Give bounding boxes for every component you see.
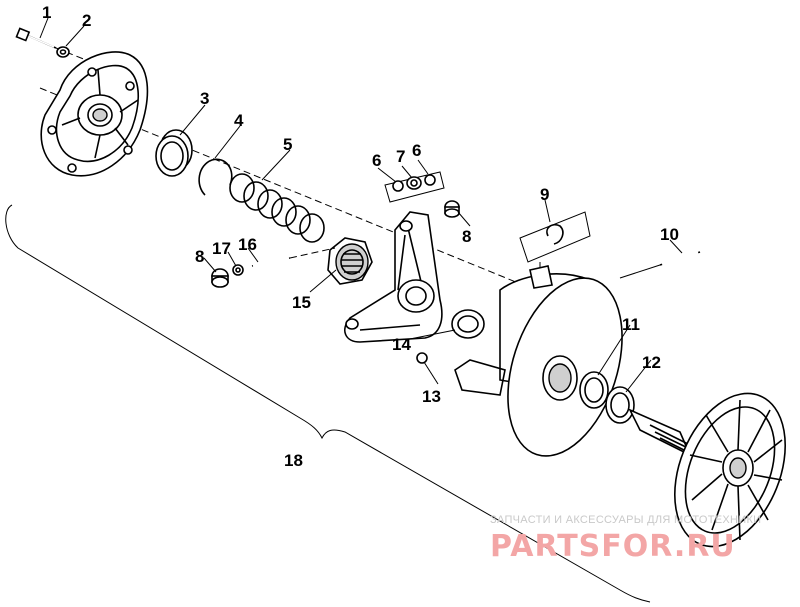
part-washer bbox=[56, 46, 70, 58]
part-fixed-sheave bbox=[628, 392, 787, 548]
callout-10: 10 bbox=[660, 225, 679, 244]
callout-13: 13 bbox=[422, 387, 441, 406]
callout-6a: 6 bbox=[372, 151, 381, 170]
callout-8-left: 8 bbox=[195, 247, 204, 266]
part-spring bbox=[229, 173, 325, 243]
callout-8-right: 8 bbox=[462, 227, 471, 246]
part-snap-ring bbox=[198, 158, 233, 196]
leader-lines bbox=[39, 17, 683, 393]
watermark-caption: ЗАПЧАСТИ И АКСЕССУАРЫ ДЛЯ МОТОТЕХНИКИ bbox=[490, 514, 761, 526]
watermark: ЗАПЧАСТИ И АКСЕССУАРЫ ДЛЯ МОТОТЕХНИКИ PA… bbox=[490, 514, 761, 564]
callout-15: 15 bbox=[292, 293, 311, 312]
part-bolt bbox=[15, 27, 87, 61]
callout-14: 14 bbox=[392, 335, 411, 354]
callout-16: 16 bbox=[238, 235, 257, 254]
part-pin bbox=[251, 247, 336, 268]
callout-6b: 6 bbox=[412, 141, 421, 160]
part-small-nut bbox=[416, 352, 428, 364]
part-movable-sheave bbox=[454, 265, 623, 457]
callout-5: 5 bbox=[283, 135, 292, 154]
callout-labels: 1 2 3 4 5 6 7 6 8 9 10 17 16 8 15 14 11 … bbox=[42, 3, 679, 470]
callout-1: 1 bbox=[42, 3, 51, 22]
assembly-bracket bbox=[5, 204, 651, 603]
part-spider-arm bbox=[344, 211, 443, 343]
part-thrust-ring bbox=[451, 309, 485, 339]
callout-12: 12 bbox=[642, 353, 661, 372]
part-cap-right bbox=[444, 200, 460, 218]
callout-7: 7 bbox=[396, 147, 405, 166]
part-end-cover bbox=[40, 51, 149, 177]
part-bushing bbox=[155, 129, 193, 177]
part-spacer-ring bbox=[605, 386, 635, 424]
part-cap-left bbox=[211, 268, 229, 288]
callout-17: 17 bbox=[212, 239, 231, 258]
callout-2: 2 bbox=[82, 11, 91, 30]
callout-9: 9 bbox=[540, 185, 549, 204]
part-bushing-set bbox=[384, 171, 445, 203]
callout-4: 4 bbox=[234, 111, 244, 130]
part-guide-pin bbox=[619, 250, 701, 279]
callout-11: 11 bbox=[622, 315, 640, 334]
callout-18: 18 bbox=[284, 451, 303, 470]
part-threaded-spacer bbox=[327, 237, 373, 285]
part-small-washer bbox=[232, 264, 244, 276]
part-sleeve-ring bbox=[579, 371, 609, 409]
watermark-brand: PARTSFOR.RU bbox=[490, 529, 736, 564]
callout-3: 3 bbox=[200, 89, 209, 108]
